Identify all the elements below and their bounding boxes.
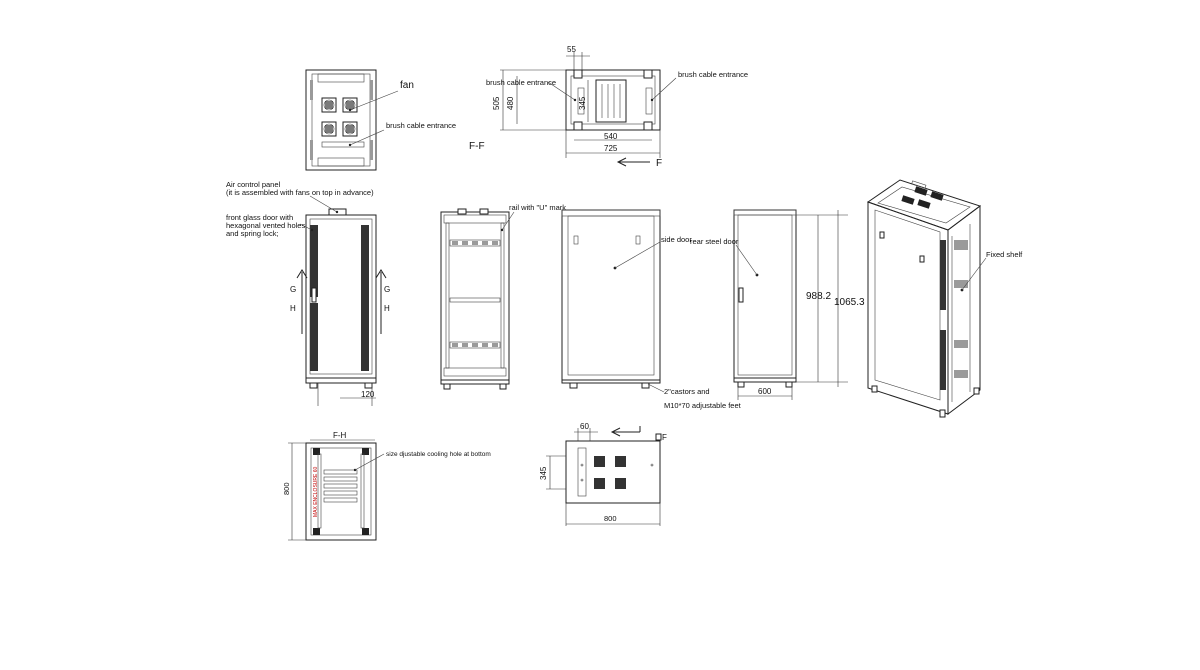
label-brush-cable-entrance-right: brush cable entrance xyxy=(678,70,748,79)
section-marker-h-left: H xyxy=(290,304,296,313)
label-air-control-panel: Air control panel xyxy=(226,180,281,189)
dim-120: 120 xyxy=(361,390,375,399)
label-front-glass-door-3: and spring lock; xyxy=(226,229,279,238)
bottom-view-fh: F-H MAX ENCLOSURE 60 size djustable cool… xyxy=(282,431,491,541)
section-view-ff: 55 505 480 345 540 725 F F-F brush cable… xyxy=(469,45,748,169)
dim-725: 725 xyxy=(604,144,618,153)
label-fan: fan xyxy=(400,80,414,91)
dim-60: 60 xyxy=(580,422,589,431)
label-fixed-shelf: Fixed shelf xyxy=(986,250,1023,259)
dim-800-bottom: 800 xyxy=(604,514,617,523)
section-marker-h-right: H xyxy=(384,304,390,313)
dim-600: 600 xyxy=(758,387,772,396)
dim-505: 505 xyxy=(492,96,501,110)
label-brush-cable-entrance-left: brush cable entrance xyxy=(486,78,556,87)
isometric-view: Fixed shelf xyxy=(866,179,1023,418)
dim-55: 55 xyxy=(567,45,576,54)
label-front-glass-door-2: hexagonal vented holes xyxy=(226,221,305,230)
front-view-rails: rail with "U" mark xyxy=(440,203,566,390)
dim-1065-3: 1065.3 xyxy=(834,297,865,308)
label-front-glass-door-1: front glass door with xyxy=(226,213,293,222)
dim-345-bottom: 345 xyxy=(539,466,548,480)
label-side-door: side door xyxy=(661,235,692,244)
label-cooling-hole: size djustable cooling hole at bottom xyxy=(386,451,491,458)
top-view-fans: fan brush cable entrance xyxy=(305,69,456,171)
side-view: side door 2"castors and M10*70 adjustabl… xyxy=(561,209,742,410)
dim-800-left: 800 xyxy=(282,482,291,495)
label-brush-cable-entrance-top: brush cable entrance xyxy=(386,121,456,130)
section-marker-g-left: G xyxy=(290,285,296,294)
section-marker-g-right: G xyxy=(384,285,390,294)
label-castors-2: M10*70 adjustable feet xyxy=(664,401,742,410)
label-rail-u-mark: rail with "U" mark xyxy=(509,203,566,212)
front-view: G H G H 120 Air control panel (it is ass… xyxy=(226,180,390,406)
dim-540: 540 xyxy=(604,132,618,141)
section-label-fh: F-H xyxy=(333,431,347,440)
dim-480: 480 xyxy=(506,96,515,110)
dim-988-2: 988.2 xyxy=(806,291,831,302)
label-air-control-panel-note: (it is assembled with fans on top in adv… xyxy=(226,188,374,197)
label-rear-steel-door: rear steel door xyxy=(690,237,739,246)
section-marker-f-bottom: F xyxy=(662,433,667,442)
red-enclosure-mark: MAX ENCLOSURE 60 xyxy=(313,466,319,517)
dim-345-top: 345 xyxy=(578,96,587,110)
rear-view: rear steel door 988.2 1065.3 600 xyxy=(690,209,865,400)
section-marker-f-top: F xyxy=(656,158,662,169)
section-label-ff: F-F xyxy=(469,141,485,152)
label-castors-1: 2"castors and xyxy=(664,387,710,396)
bottom-plate-view: 60 F 345 800 xyxy=(539,422,667,526)
